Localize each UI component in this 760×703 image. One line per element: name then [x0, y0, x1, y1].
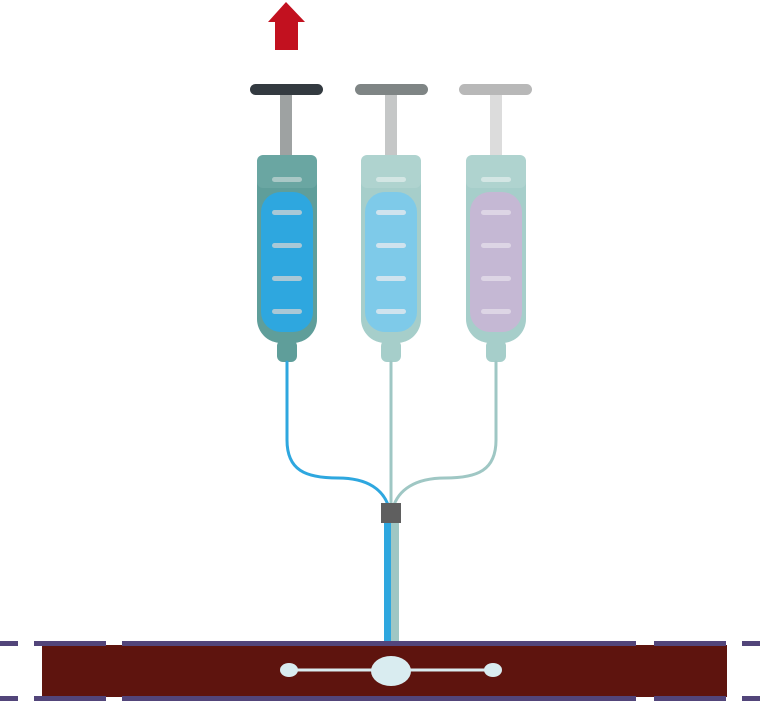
- syringe-3-tick-2: [481, 210, 511, 215]
- tubing: [285, 360, 498, 510]
- syringe-1-nozzle: [277, 340, 297, 362]
- syringe-1-thumb-rest: [250, 84, 323, 95]
- up-arrow-shaft: [280, 20, 292, 50]
- syringe-2-tick-5: [376, 309, 406, 314]
- catheter-line: [381, 503, 401, 660]
- syringe-2-tick-1: [376, 177, 406, 182]
- syringe-1-tick-4: [272, 276, 302, 281]
- syringe-1-top-band: [257, 155, 317, 188]
- main-line-active: [384, 520, 391, 660]
- syringe-2-thumb-rest: [355, 84, 428, 95]
- syringe-3-tick-4: [481, 276, 511, 281]
- syringe-2-fluid: [365, 192, 417, 332]
- connector: [381, 503, 401, 523]
- syringe-3-fluid: [470, 192, 522, 332]
- syringe-3-top-band: [466, 155, 526, 188]
- syringe-1-fluid: [261, 192, 313, 332]
- tube-syringe-1: [285, 360, 391, 510]
- syringe-3-tick-3: [481, 243, 511, 248]
- syringe-3-nozzle: [486, 340, 506, 362]
- syringe-3-tick-5: [481, 309, 511, 314]
- catheter-tip-right-end: [484, 663, 502, 677]
- catheter-tip-balloon: [371, 656, 411, 686]
- syringe-1-tick-5: [272, 309, 302, 314]
- syringe-2-tick-2: [376, 210, 406, 215]
- tube-syringe-3: [391, 360, 498, 510]
- syringe-1: [250, 84, 323, 362]
- up-arrow-icon: [268, 2, 305, 50]
- syringe-1-tick-1: [272, 177, 302, 182]
- syringe-1-tick-2: [272, 210, 302, 215]
- syringe-2-nozzle: [381, 340, 401, 362]
- syringe-2: [355, 84, 428, 362]
- syringe-2-tick-4: [376, 276, 406, 281]
- catheter-tip: [280, 656, 502, 686]
- syringe-3: [459, 84, 532, 362]
- syringe-2-tick-3: [376, 243, 406, 248]
- syringe-3-thumb-rest: [459, 84, 532, 95]
- blood-vessel: [0, 641, 760, 701]
- syringe-1-tick-3: [272, 243, 302, 248]
- syringe-2-top-band: [361, 155, 421, 188]
- syringe-3-tick-1: [481, 177, 511, 182]
- main-line-inactive: [391, 520, 399, 660]
- catheter-tip-left-end: [280, 663, 298, 677]
